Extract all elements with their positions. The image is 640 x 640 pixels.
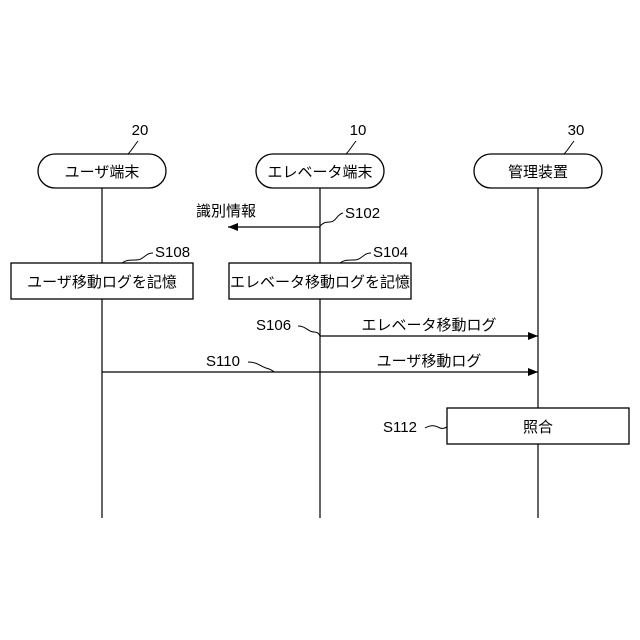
message-label: エレベータ移動ログ: [361, 316, 496, 334]
ref-leader-line: [128, 141, 138, 154]
message-label: ユーザ移動ログ: [377, 352, 482, 370]
step-id: S104: [373, 244, 408, 261]
entity-label: 管理装置: [508, 163, 568, 181]
step-id: S110: [206, 353, 240, 370]
step-leader-line: [340, 253, 371, 263]
entity-ref-number: 20: [132, 122, 149, 139]
step-id: S112: [383, 419, 417, 436]
step-leader-line: [248, 362, 274, 372]
entity-label: エレベータ端末: [267, 163, 372, 181]
process-label: エレベータ移動ログを記憶: [230, 273, 410, 291]
message-label: 識別情報: [196, 202, 256, 220]
entity-label: ユーザ端末: [65, 163, 140, 181]
step-id: S102: [345, 205, 380, 222]
process-label: ユーザ移動ログを記憶: [27, 273, 177, 291]
ref-leader-line: [564, 141, 574, 154]
entity-ref-number: 30: [568, 122, 585, 139]
entity-management-device: 30 管理装置: [474, 122, 602, 188]
step-leader-line: [425, 426, 447, 429]
step-s106: S106 エレベータ移動ログ: [256, 316, 538, 336]
process-label: 照合: [523, 418, 553, 436]
entity-ref-number: 10: [350, 122, 367, 139]
ref-leader-line: [346, 141, 356, 154]
entity-elevator-terminal: 10 エレベータ端末: [256, 122, 384, 188]
step-id: S106: [256, 317, 291, 334]
step-s112: S112 照合: [383, 408, 629, 444]
step-s102: S102 識別情報: [196, 202, 380, 227]
entity-user-terminal: 20 ユーザ端末: [38, 122, 166, 188]
step-leader-line: [298, 326, 320, 336]
step-leader-line: [320, 213, 343, 226]
step-id: S108: [155, 244, 190, 261]
step-leader-line: [122, 253, 153, 263]
